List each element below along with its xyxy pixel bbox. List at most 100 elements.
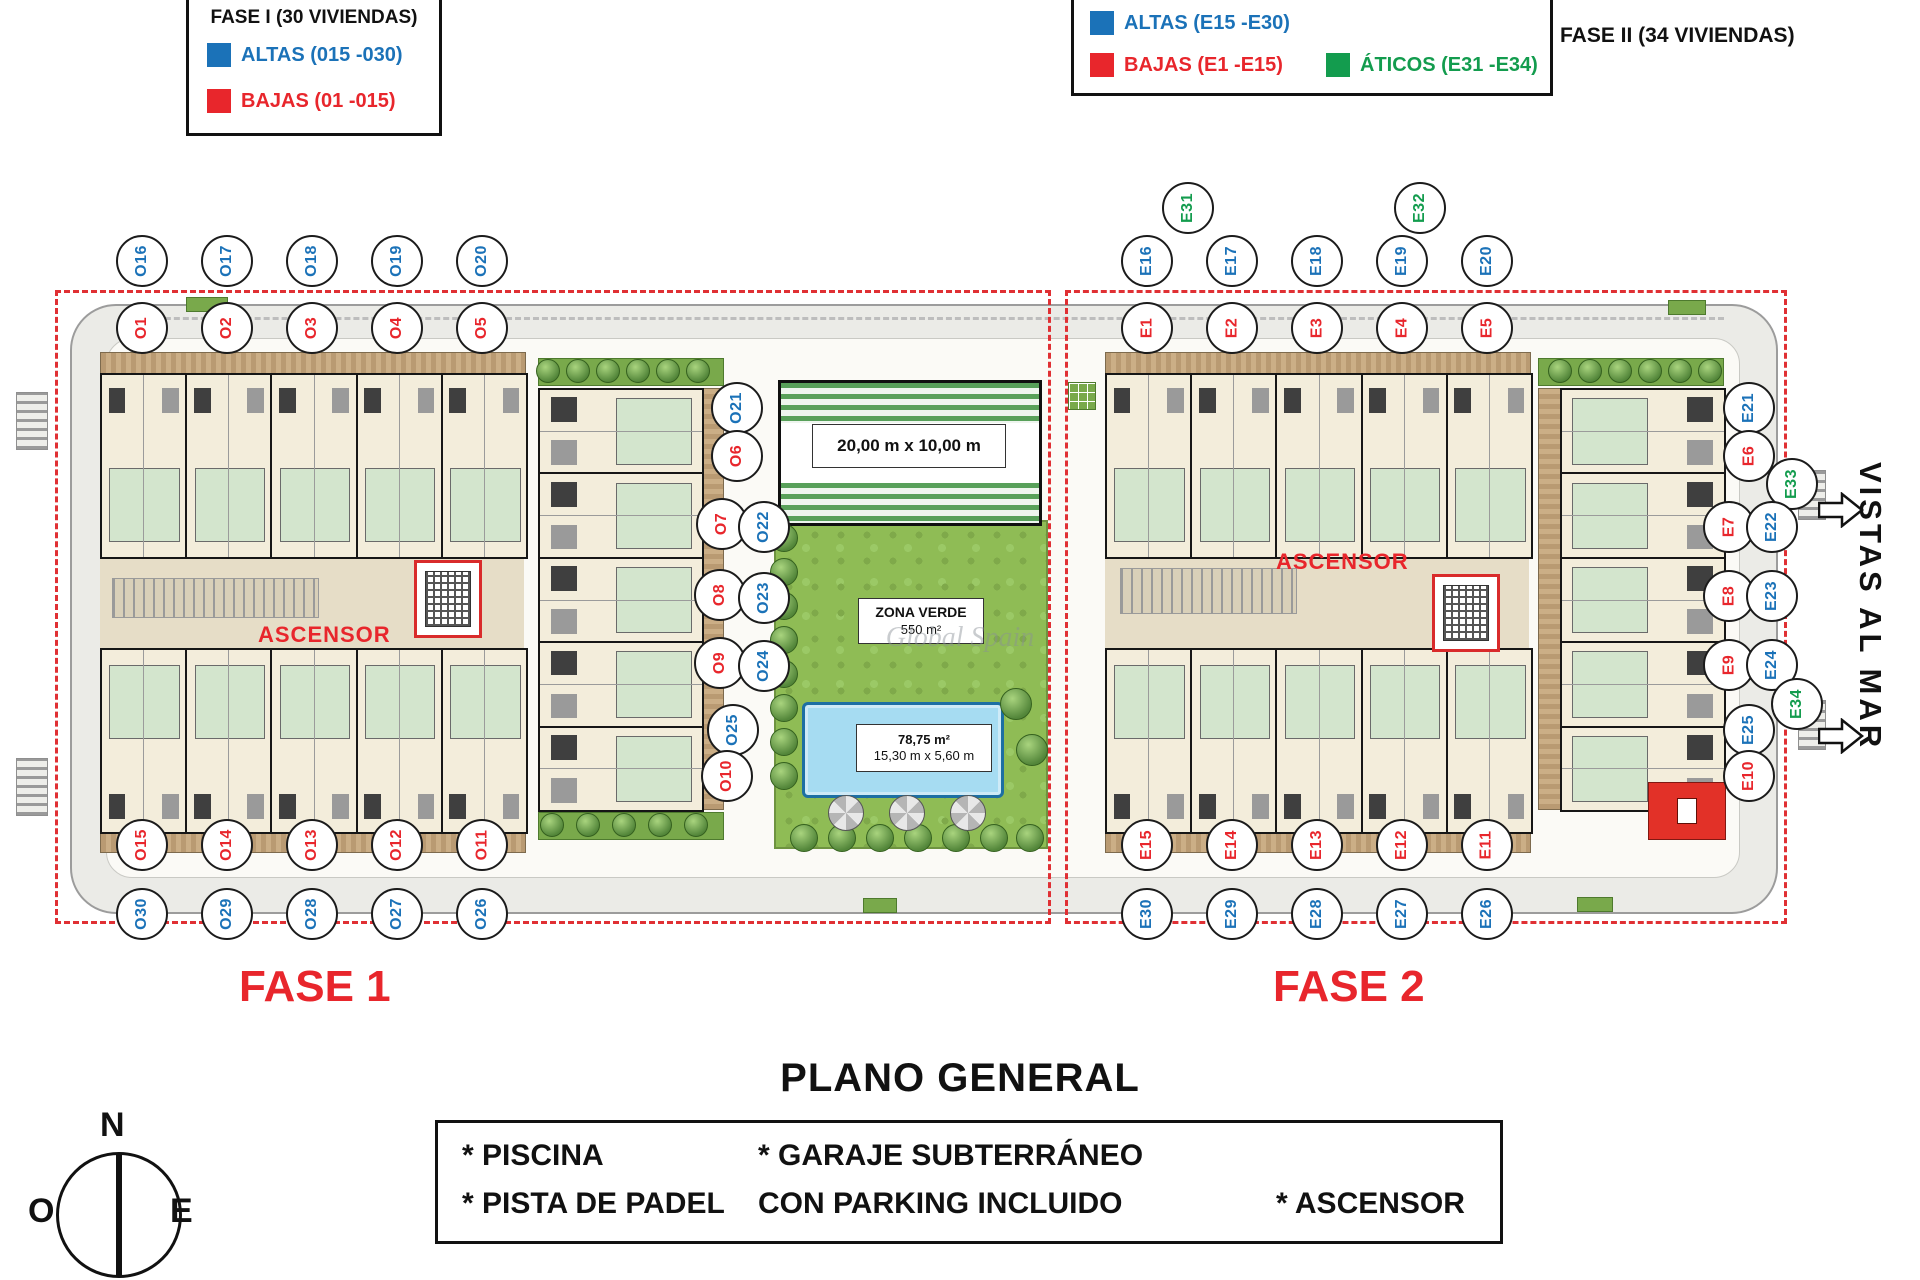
unit-marker-label: O26 bbox=[473, 898, 490, 930]
unit-marker-O13: O13 bbox=[286, 819, 338, 871]
unit-marker-label: O3 bbox=[303, 316, 320, 340]
unit-marker-label: O8 bbox=[711, 583, 728, 607]
building-fase2-north-row bbox=[1105, 373, 1533, 559]
tree-icon bbox=[540, 813, 564, 837]
feature-pista-padel: * PISTA DE PADEL bbox=[462, 1187, 725, 1220]
ascensor-label-fase2: ASCENSOR bbox=[1276, 549, 1409, 574]
legend-item-label: ALTAS (015 -030) bbox=[241, 43, 403, 66]
parking-comb-hatch bbox=[1120, 568, 1297, 614]
unit-marker-E15: E15 bbox=[1121, 819, 1173, 871]
unit-marker-O27: O27 bbox=[371, 888, 423, 940]
fase1-title: FASE 1 bbox=[239, 962, 391, 1011]
unit-marker-O19: O19 bbox=[371, 235, 423, 287]
apartment-unit bbox=[102, 375, 188, 557]
unit-marker-label: E3 bbox=[1307, 317, 1325, 339]
legend-item-label: ÁTICOS (E31 -E34) bbox=[1360, 53, 1538, 76]
tree-icon bbox=[1608, 359, 1632, 383]
unit-marker-E32: E32 bbox=[1394, 182, 1446, 234]
unit-marker-O21: O21 bbox=[711, 382, 763, 434]
unit-marker-label: E26 bbox=[1478, 899, 1495, 929]
unit-marker-label: E6 bbox=[1739, 445, 1757, 467]
apartment-unit bbox=[187, 650, 273, 832]
unit-marker-label: E5 bbox=[1477, 317, 1495, 339]
unit-marker-O2: O2 bbox=[201, 302, 253, 354]
unit-marker-label: O1 bbox=[133, 316, 150, 340]
unit-marker-E26: E26 bbox=[1461, 888, 1513, 940]
tree-icon bbox=[576, 813, 600, 837]
feature-piscina: * PISCINA bbox=[462, 1139, 604, 1172]
compass-north-label: N bbox=[100, 1106, 125, 1144]
unit-marker-O16: O16 bbox=[116, 235, 168, 287]
padel-dimensions-label: 20,00 m x 10,00 m bbox=[812, 424, 1006, 468]
garage-ramp-hatch bbox=[112, 578, 319, 618]
unit-marker-label: O13 bbox=[303, 829, 320, 861]
unit-marker-label: E20 bbox=[1478, 246, 1495, 276]
tree-icon bbox=[1578, 359, 1602, 383]
unit-marker-label: O27 bbox=[388, 898, 405, 930]
apartment-unit bbox=[1562, 390, 1724, 475]
fase2-title: FASE 2 bbox=[1273, 962, 1425, 1011]
tree-icon bbox=[1548, 359, 1572, 383]
unit-marker-label: E15 bbox=[1138, 830, 1155, 860]
feature-parking: CON PARKING INCLUIDO bbox=[758, 1187, 1123, 1220]
tree-icon bbox=[596, 359, 620, 383]
apartment-unit bbox=[1277, 375, 1363, 557]
apartment-unit bbox=[1562, 558, 1724, 644]
pool-area-text: 78,75 m² bbox=[897, 731, 951, 747]
unit-marker-label: E2 bbox=[1222, 317, 1240, 339]
legend-item-altas-f2: ALTAS (E15 -E30) bbox=[1090, 11, 1290, 35]
apartment-unit bbox=[1107, 650, 1193, 832]
unit-marker-label: O14 bbox=[218, 829, 235, 861]
apartment-unit bbox=[1192, 375, 1278, 557]
unit-marker-label: O15 bbox=[133, 829, 150, 861]
landscaping-patch bbox=[1068, 382, 1096, 410]
unit-marker-label: E31 bbox=[1179, 193, 1196, 223]
apartment-unit bbox=[1192, 650, 1278, 832]
unit-marker-E6: E6 bbox=[1723, 430, 1775, 482]
unit-marker-label: O5 bbox=[473, 316, 490, 340]
tree-icon bbox=[536, 359, 560, 383]
unit-marker-E23: E23 bbox=[1746, 570, 1798, 622]
apartment-unit bbox=[357, 375, 443, 557]
boundary-fase2 bbox=[1065, 290, 1787, 924]
pool-label: 78,75 m² 15,30 m x 5,60 m bbox=[856, 724, 992, 772]
zona-verde-area: 550 m² bbox=[900, 621, 942, 637]
road-centerline bbox=[120, 317, 1724, 320]
unit-marker-label: E22 bbox=[1763, 512, 1780, 542]
unit-marker-label: O7 bbox=[713, 512, 730, 536]
unit-marker-E31: E31 bbox=[1162, 182, 1214, 234]
unit-marker-label: E34 bbox=[1788, 689, 1805, 719]
altas-color-swatch bbox=[1090, 11, 1114, 35]
unit-marker-E14: E14 bbox=[1206, 819, 1258, 871]
unit-marker-O14: O14 bbox=[201, 819, 253, 871]
legend-item-label: BAJAS (01 -015) bbox=[241, 89, 396, 112]
unit-marker-label: E33 bbox=[1783, 469, 1800, 499]
plano-general-title: PLANO GENERAL bbox=[780, 1056, 1140, 1100]
landscaping-patch bbox=[863, 898, 897, 913]
apartment-unit bbox=[442, 650, 527, 832]
features-box: * PISCINA * GARAJE SUBTERRÁNEO * PISTA D… bbox=[435, 1120, 1503, 1244]
unit-marker-O10: O10 bbox=[701, 750, 753, 802]
unit-marker-label: O6 bbox=[728, 444, 745, 468]
apartment-unit bbox=[540, 727, 702, 811]
building-fase1-north-row bbox=[100, 373, 528, 559]
tree-icon bbox=[770, 728, 798, 756]
zona-verde-text: ZONA VERDE bbox=[875, 604, 967, 621]
unit-marker-label: E16 bbox=[1138, 246, 1155, 276]
legend-item-bajas-f2: BAJAS (E1 -E15) bbox=[1090, 53, 1283, 77]
unit-marker-label: O28 bbox=[303, 898, 320, 930]
unit-marker-label: E23 bbox=[1763, 581, 1780, 611]
boundary-fase1 bbox=[55, 290, 1051, 924]
unit-marker-label: O30 bbox=[133, 898, 150, 930]
tree-icon bbox=[1668, 359, 1692, 383]
unit-marker-E11: E11 bbox=[1461, 819, 1513, 871]
unit-marker-label: O18 bbox=[303, 245, 320, 277]
apartment-unit bbox=[272, 375, 358, 557]
apartment-unit bbox=[1447, 375, 1532, 557]
apartment-unit bbox=[442, 375, 527, 557]
stairs-hatch bbox=[16, 392, 48, 450]
tree-icon bbox=[770, 694, 798, 722]
unit-marker-label: E21 bbox=[1740, 393, 1757, 423]
unit-marker-O23: O23 bbox=[738, 572, 790, 624]
